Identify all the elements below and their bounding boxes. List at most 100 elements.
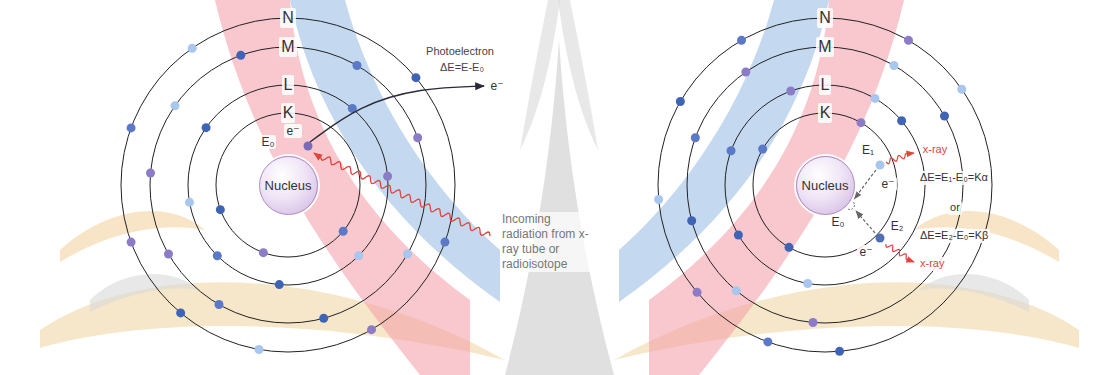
- grey-flame: [505, 40, 614, 375]
- shell-letter: K: [281, 103, 296, 122]
- electron-dot: [259, 248, 268, 257]
- electron-dot: [354, 251, 363, 260]
- electron-shell: [150, 47, 426, 323]
- x-ray-label: x-ray: [921, 143, 949, 156]
- shell-letter: M: [816, 37, 833, 56]
- photoelectron-path: [310, 86, 484, 142]
- electron-shell: [658, 18, 992, 352]
- background-decoration-mirror: [614, 0, 1079, 375]
- electron-dot: [876, 234, 885, 243]
- electron-dot: [693, 288, 702, 297]
- electron-dot: [654, 195, 663, 204]
- electron-dot: [857, 118, 866, 127]
- electron-dot: [763, 337, 772, 346]
- grey-flame: [520, 0, 560, 150]
- electron-dot: [176, 308, 185, 317]
- electron-dot: [835, 347, 844, 356]
- electron-shell: [687, 47, 963, 323]
- electron-dot: [904, 36, 913, 45]
- beak-shape: [60, 211, 205, 262]
- electron-dot: [890, 61, 899, 70]
- electron-dot: [785, 243, 794, 252]
- electron-dot: [127, 123, 136, 132]
- electron-dot: [383, 172, 392, 181]
- electron-dot: [691, 133, 700, 142]
- energy-level-label: E₀: [830, 215, 847, 229]
- connector-word: or: [948, 201, 962, 214]
- shell-letter: M: [279, 37, 296, 56]
- radiation-arrows: [310, 86, 914, 262]
- electron-dot: [339, 227, 348, 236]
- electron-dot: [215, 300, 224, 309]
- shell-letter: N: [817, 8, 833, 27]
- electron-label: e⁻: [488, 79, 505, 93]
- energy-level-label: E₁: [860, 143, 876, 157]
- electron-dot: [275, 280, 284, 289]
- electron-dot: [897, 116, 906, 125]
- electron-dot: [304, 142, 313, 151]
- shell-letter: N: [280, 8, 296, 27]
- electron-dot: [188, 44, 197, 53]
- electron-dot: [146, 168, 155, 177]
- blue-band: [290, 0, 500, 302]
- electron-dot: [216, 205, 225, 214]
- electron-dot: [440, 238, 449, 247]
- x-ray-wave: [886, 244, 914, 262]
- electron-dot: [236, 51, 245, 60]
- electron-dot: [164, 250, 173, 259]
- note-text: Incoming radiation from x-ray tube or ra…: [500, 212, 596, 272]
- electron-dot: [185, 198, 194, 207]
- nucleus-circle: Nucleus: [796, 156, 855, 215]
- electron-dot: [255, 345, 264, 354]
- electron-dot: [319, 314, 328, 323]
- electron-dot: [803, 279, 812, 288]
- energy-equation: ΔE=E₁-E₀=Kα: [918, 171, 990, 184]
- electron-dot: [411, 73, 420, 82]
- shell-letter: K: [818, 103, 833, 122]
- transition-arrow: [854, 170, 876, 199]
- electron-dot: [786, 87, 795, 96]
- electron-dot: [734, 231, 743, 240]
- electron-label: e⁻: [857, 245, 874, 259]
- background-decoration: [40, 0, 505, 375]
- electron-shell: [121, 18, 455, 352]
- x-ray-wave: [886, 153, 914, 164]
- electron-dot: [727, 146, 736, 155]
- electron-dot: [758, 145, 767, 154]
- x-ray-label: x-ray: [918, 257, 946, 270]
- transition-arrow: [856, 211, 875, 233]
- electron-label: e⁻: [284, 124, 301, 138]
- shell-letter: L: [282, 75, 295, 94]
- shell-letter: L: [819, 75, 832, 94]
- incoming-radiation-wave: [314, 153, 490, 236]
- atom-rings: [121, 18, 992, 356]
- swirl-shape: [90, 274, 200, 312]
- electron-dot: [353, 61, 362, 70]
- electron-dot: [871, 94, 880, 103]
- electron-dot: [808, 318, 817, 327]
- energy-equation: ΔE=E₂-E₀=Kβ: [918, 229, 990, 242]
- nucleus-label: Nucleus: [265, 178, 312, 193]
- electron-dot: [687, 216, 696, 225]
- electron-dot: [741, 67, 750, 76]
- energy-equation: ΔE=E-E₀: [438, 61, 486, 74]
- electron-dot: [202, 123, 211, 132]
- nucleus-label: Nucleus: [802, 178, 849, 193]
- electron-shell: [725, 85, 925, 285]
- electron-dot: [413, 133, 422, 142]
- energy-level-label: E₀: [260, 135, 277, 149]
- electron-dot: [170, 101, 179, 110]
- electron-dot: [367, 325, 376, 334]
- electron-dot: [876, 161, 885, 170]
- process-label: Photoelectron: [424, 45, 496, 58]
- electron-dot: [737, 36, 746, 45]
- electron-shell: [753, 113, 897, 257]
- electron-shell: [188, 85, 388, 285]
- electron-dot: [676, 97, 685, 106]
- center-decoration: [505, 0, 614, 375]
- grey-flame: [558, 0, 598, 150]
- electron-label: e⁻: [879, 177, 896, 191]
- electron-dot: [213, 251, 222, 260]
